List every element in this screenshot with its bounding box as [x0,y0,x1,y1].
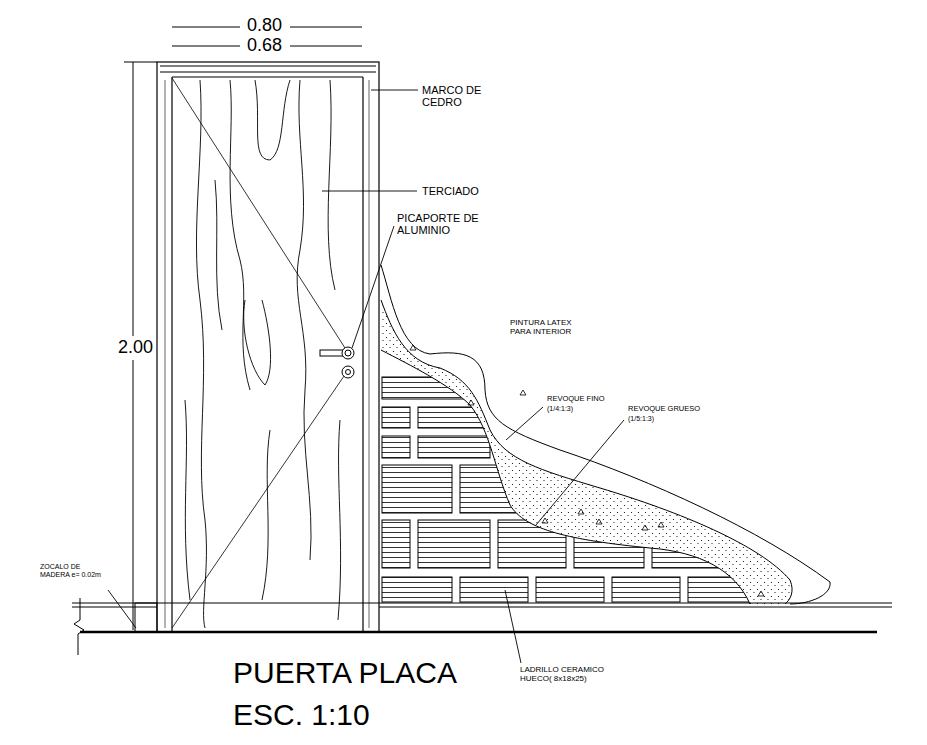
mix-ratio: (1/4:1:3) [547,405,573,413]
mix-ratio: (1/5:1:3) [628,415,654,423]
dimension-text: 2.00 [116,336,155,360]
material-note: LADRILLO CERAMICO HUECO( 8x18x25) [520,666,610,684]
leader-lines [108,90,624,663]
dimension-text: 0.68 [247,36,282,56]
floor-lines [72,598,892,655]
material-note: REVOQUE GRUESO [628,405,700,413]
door-handle [320,347,354,378]
wood-grain [185,80,341,628]
dimension-text: 0.80 [247,16,282,36]
part-label: TERCIADO [422,185,479,197]
scale-note: ESC. 1:10 [233,698,370,731]
drawing-title: PUERTA PLACA [233,656,457,689]
aggregate-marks [410,345,764,596]
part-label: PICAPORTE DE ALUMINIO [397,212,489,236]
part-label: MARCO DE CEDRO [422,84,500,108]
dimension-lines [124,27,362,630]
door-swing-lines [172,78,345,628]
plaster-outlines [381,265,830,604]
material-note: PINTURA LATEX PARA INTERIOR [510,319,578,337]
brick-wall [382,377,756,602]
plaster-layers [381,265,830,604]
material-note: REVOQUE FINO [547,395,605,403]
part-label: ZOCALO DE MADERA e= 0.02m [40,563,106,578]
door-frame [157,62,379,632]
